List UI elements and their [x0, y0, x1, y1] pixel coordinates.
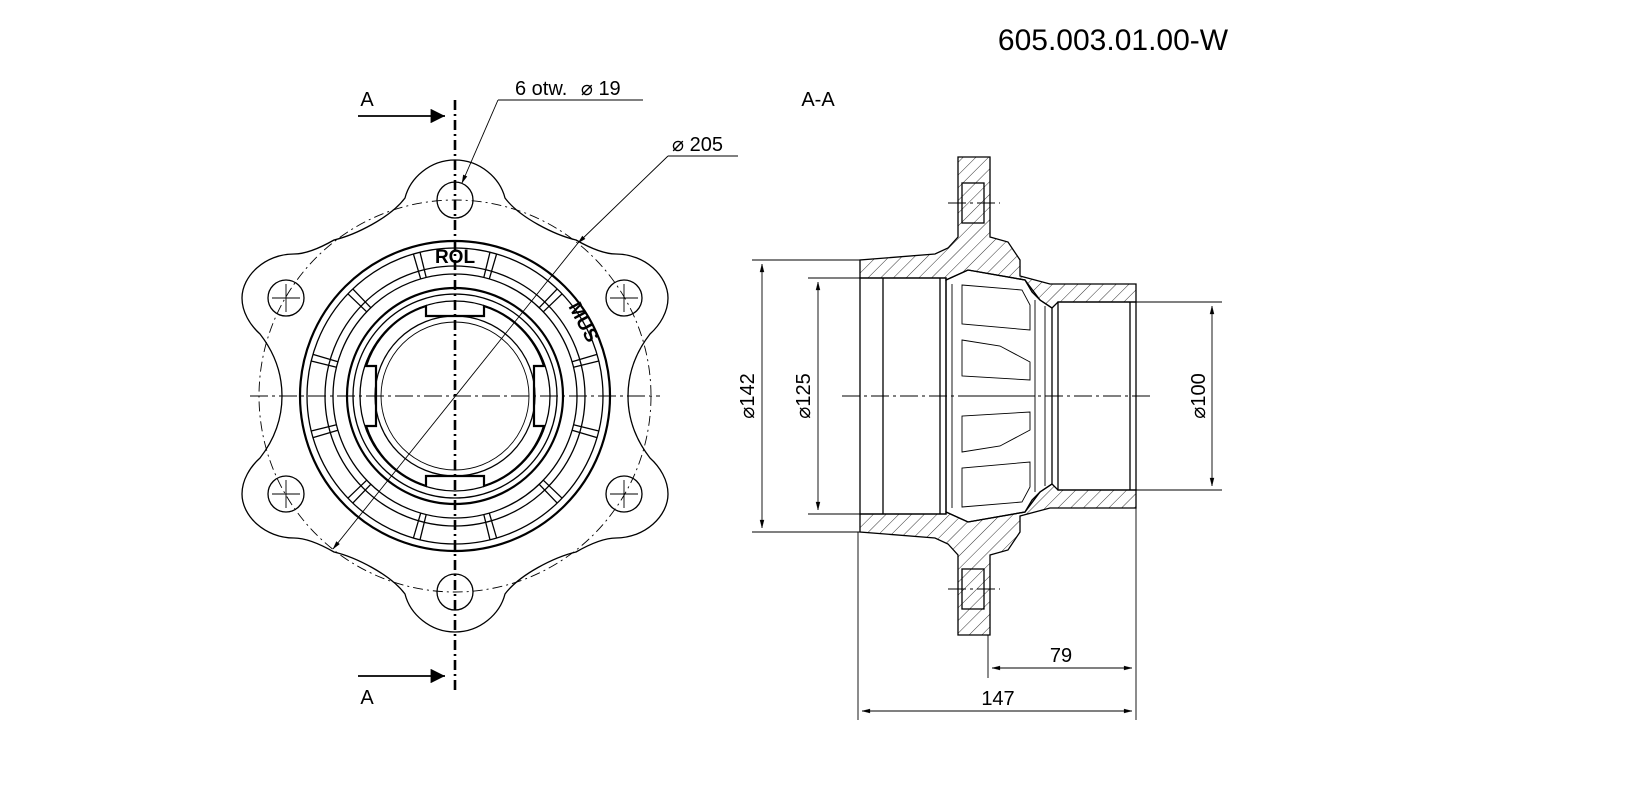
hub-rib-line: [419, 514, 427, 540]
drawing-number: 605.003.01.00-W: [998, 24, 1229, 57]
hub-ribs: [311, 252, 599, 540]
front-view: ROL MUS A A 6 otw. ⌀ 19 ⌀ 205: [241, 78, 738, 709]
section-title: A-A: [801, 89, 835, 111]
section-view: A-A: [737, 89, 1222, 720]
holes-diameter-symbol: ⌀: [581, 78, 593, 100]
dim-small-value: 100: [1188, 373, 1210, 406]
section-lower-material: [859, 483, 1137, 636]
cast-mark-rol: ROL: [435, 247, 476, 268]
hub-rib-line: [483, 514, 491, 540]
hub-rib-line: [419, 252, 427, 278]
holes-diameter-value: 19: [598, 78, 620, 100]
hub-rib-line: [483, 252, 491, 278]
svg-text:⌀142: ⌀142: [737, 373, 759, 418]
holes-callout: 6 otw. ⌀ 19: [461, 78, 643, 184]
hub-rib-line: [412, 512, 422, 539]
flange-outline: [241, 159, 669, 633]
hub-rib-line: [347, 293, 368, 313]
hub-rib-line: [488, 253, 498, 280]
hub-rib-line: [571, 429, 598, 439]
dim-bore-value: 125: [793, 373, 815, 406]
hub-rib-line: [312, 353, 339, 363]
hub-rib-line: [542, 479, 563, 499]
hub-rib-line: [573, 424, 599, 432]
section-upper-material: [859, 156, 1137, 309]
dim-bore-diameter: ⌀125: [793, 277, 860, 515]
bolt-circle-diameter-value: 205: [690, 134, 723, 156]
svg-text:⌀125: ⌀125: [793, 373, 815, 418]
hub-rib-line: [538, 288, 558, 309]
hub-rib-line: [347, 479, 368, 499]
hub-rib-line: [311, 424, 337, 432]
dim-outer-value: 142: [737, 373, 759, 406]
dim-small-symbol: ⌀: [1188, 407, 1210, 419]
hub-rib-line: [352, 288, 372, 309]
hub-rib-line: [412, 253, 422, 280]
hub-rib-line: [352, 483, 372, 504]
dim-small-diameter: ⌀100: [1136, 301, 1222, 491]
dim-length-partial-value: 79: [1050, 645, 1072, 667]
dim-outer-diameter: ⌀142: [737, 259, 860, 533]
dim-bore-symbol: ⌀: [793, 407, 815, 419]
splined-bore: [364, 304, 546, 488]
hub-rib-line: [311, 360, 337, 368]
dim-length-total-value: 147: [981, 688, 1014, 710]
dim-length-total: 147: [857, 532, 1133, 720]
hub-rib-line: [542, 293, 563, 313]
bolt-holes: [267, 181, 643, 611]
section-arrow-bottom-label: A: [360, 687, 374, 709]
hub-rib-line: [538, 483, 558, 504]
svg-text:6 otw. ⌀ 19: 6 otw. ⌀ 19: [515, 78, 621, 100]
section-arrow-top-label: A: [360, 89, 374, 111]
hub-rib-line: [312, 429, 339, 439]
hub-rib-line: [573, 360, 599, 368]
holes-count-text: 6 otw.: [515, 78, 567, 100]
svg-text:⌀ 205: ⌀ 205: [672, 134, 723, 156]
svg-text:⌀100: ⌀100: [1188, 373, 1210, 418]
dim-outer-symbol: ⌀: [737, 407, 759, 419]
bolt-circle-diameter-symbol: ⌀: [672, 134, 684, 156]
hub-rib-line: [571, 353, 598, 363]
hub-rib-line: [488, 512, 498, 539]
bolt-circle-dimension: ⌀ 205: [332, 134, 738, 550]
cast-mark-mus: MUS: [564, 299, 602, 346]
dim-length-partial: 79: [987, 508, 1137, 720]
